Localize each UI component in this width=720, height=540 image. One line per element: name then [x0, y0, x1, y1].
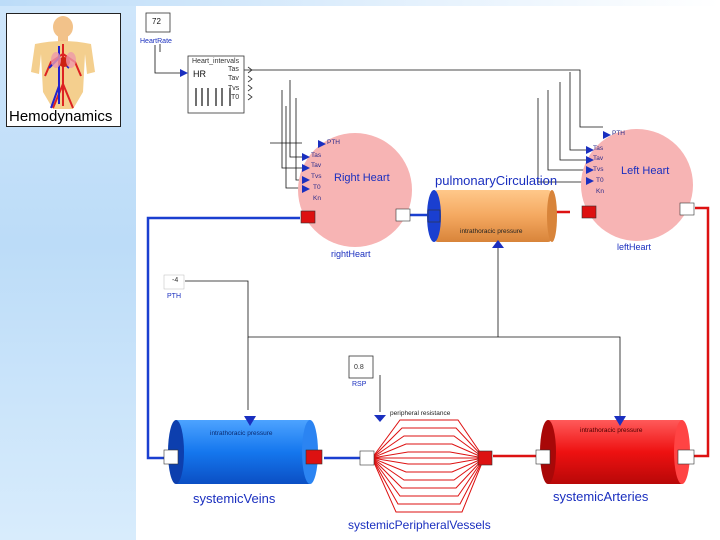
venous-connections	[146, 213, 430, 460]
left-heart-instance: leftHeart	[617, 242, 652, 252]
heart-rate-label: HeartRate	[140, 38, 172, 45]
left-heart-pin-tvs: Tvs	[593, 166, 604, 173]
pulmonary-inner-label: intrathoracic pressure	[460, 228, 523, 235]
left-heart-pin-tav: Tav	[593, 155, 604, 162]
left-heart-pin-pth: PTH	[612, 130, 625, 137]
pth-source-block[interactable]	[163, 274, 185, 290]
systemic-veins-block[interactable]	[163, 416, 323, 484]
right-heart-pin-pth: PTH	[327, 139, 340, 146]
left-heart-pin-t0: T0	[596, 177, 604, 184]
intervals-output-tas: Tas	[228, 66, 239, 73]
peripheral-vessels-block[interactable]	[359, 415, 493, 513]
rsp-source-block[interactable]	[348, 355, 374, 379]
pulmonary-title: pulmonaryCirculation	[435, 173, 558, 188]
top-background-band	[0, 0, 720, 6]
arteries-inner-label: intrathoracic pressure	[580, 427, 643, 434]
veins-title: systemicVeins	[193, 491, 276, 506]
logo-label: Hemodynamics	[9, 108, 113, 125]
heart-rate-value: 72	[152, 17, 161, 26]
systemic-arteries-block[interactable]	[535, 416, 695, 484]
right-heart-instance: rightHeart	[331, 249, 371, 259]
right-heart-pin-tas: Tas	[311, 152, 322, 159]
intervals-output-tvs: Tvs	[228, 85, 240, 92]
heart-intervals-block[interactable]	[180, 55, 253, 114]
arteries-title: systemicArteries	[553, 489, 649, 504]
right-heart-pin-tav: Tav	[311, 162, 322, 169]
left-heart-title: Left Heart	[621, 165, 670, 177]
right-heart-pin-tvs: Tvs	[311, 173, 322, 180]
signal-lines	[154, 44, 621, 420]
hemodynamics-logo[interactable]: Hemodynamics	[6, 13, 121, 127]
left-heart-pin-tas: Tas	[593, 145, 604, 152]
pth-label: PTH	[167, 293, 181, 300]
left-heart-block[interactable]	[581, 129, 695, 241]
rsp-value: 0.8	[354, 364, 364, 371]
right-heart-block[interactable]	[298, 133, 412, 247]
right-heart-title: Right Heart	[334, 172, 390, 184]
heart-rate-block[interactable]	[145, 12, 171, 33]
rsp-label: RSP	[352, 381, 367, 388]
right-heart-pin-t0: T0	[313, 184, 321, 191]
left-heart-pin-kn: Kn	[596, 188, 604, 195]
intervals-title: Heart_intervals	[192, 58, 240, 65]
intervals-input-label: HR	[193, 69, 206, 79]
pth-value: -4	[172, 277, 179, 284]
right-heart-pin-kn: Kn	[313, 195, 321, 202]
arterial-connections	[493, 206, 710, 458]
pulmonary-circulation-block[interactable]	[427, 190, 557, 248]
intervals-output-tav: Tav	[228, 75, 239, 82]
peripheral-title: systemicPeripheralVessels	[348, 518, 491, 532]
body-figure-icon	[31, 16, 95, 109]
intervals-output-t0: T0	[231, 94, 240, 101]
peripheral-inner-label: peripheral resistance	[390, 410, 451, 417]
veins-inner-label: intrathoracic pressure	[210, 430, 273, 437]
